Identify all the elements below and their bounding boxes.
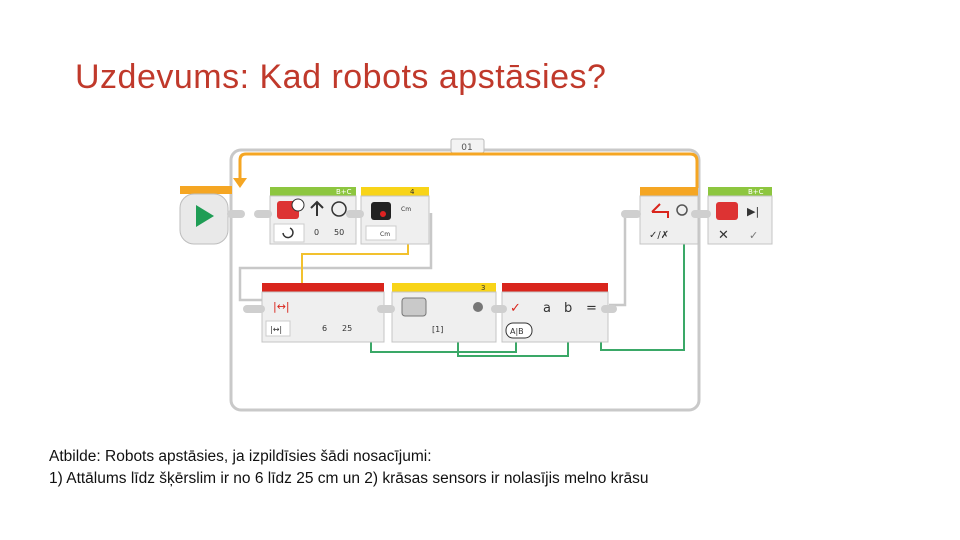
check-icon: ✓ — [749, 229, 758, 242]
steering-port: B+C — [336, 188, 352, 196]
sequence-wire-2 — [609, 211, 644, 307]
logic-output: A|B — [510, 327, 524, 336]
steering-value-2[interactable]: 50 — [334, 228, 344, 237]
color-value[interactable]: [1] — [432, 325, 443, 334]
compare-value-2[interactable]: 25 — [342, 324, 352, 333]
answer-text: Atbilde: Robots apstāsies, ja izpildīsie… — [49, 446, 649, 490]
start-block[interactable] — [179, 186, 232, 245]
steering-arrow-icon — [310, 200, 324, 216]
logic-equals-icon: = — [586, 301, 597, 316]
stop-port: B+C — [748, 188, 764, 196]
ultrasonic-sensor-icon — [371, 202, 391, 220]
ultrasonic-unit-top: Cm — [401, 206, 411, 213]
slide-title: Uzdevums: Kad robots apstāsies? — [75, 58, 607, 96]
data-wire-green-1 — [370, 340, 517, 353]
color-sensor-block[interactable]: 3 [1] — [391, 283, 497, 343]
sequence-wire-1 — [238, 213, 433, 302]
logic-input-a: a — [543, 301, 551, 316]
color-palette-icon — [473, 302, 483, 312]
stop-motor-block[interactable]: B+C ▶| ✕ ✓ — [707, 187, 773, 245]
answer-line-1: Atbilde: Robots apstāsies, ja izpildīsie… — [49, 448, 432, 465]
logic-operations-block[interactable]: ✓ a b = A|B — [501, 283, 609, 343]
wire-arrow-icon — [233, 178, 247, 188]
loop-exit-block[interactable]: ✓/✗ — [639, 187, 699, 245]
ultrasonic-unit-bottom: Cm — [380, 231, 390, 238]
move-steering-block[interactable]: B+C 0 50 — [269, 187, 357, 245]
steering-wheel-icon — [291, 198, 305, 212]
loop-label: 01 — [461, 143, 472, 153]
data-wire-green-3 — [600, 240, 685, 351]
answer-line-2: 1) Attālums līdz šķērslim ir no 6 līdz 2… — [49, 470, 649, 487]
range-compare-block[interactable]: |↔| |↔| 6 25 — [261, 283, 385, 343]
compare-value-1[interactable]: 6 — [322, 324, 327, 333]
logic-check-icon: ✓ — [510, 301, 521, 316]
logic-mode-icon: ✓/✗ — [649, 230, 669, 241]
speed-gauge-icon — [331, 201, 347, 217]
play-icon — [196, 205, 214, 227]
range-mode-icon: |↔| — [270, 325, 282, 334]
color-sensor-icon — [401, 297, 427, 317]
logic-input-b: b — [564, 301, 572, 316]
stop-icon: ▶| — [747, 205, 759, 218]
refresh-icon — [676, 204, 688, 216]
steering-value-1[interactable]: 0 — [314, 228, 319, 237]
loop-return-icon — [651, 203, 669, 218]
ultrasonic-port: 4 — [410, 188, 415, 196]
data-wire-green-2 — [457, 340, 569, 357]
ultrasonic-sensor-block[interactable]: 4 Cm Cm — [360, 187, 430, 245]
close-icon: ✕ — [718, 228, 729, 243]
rotate-icon — [282, 227, 294, 239]
range-icon: |↔| — [273, 300, 290, 313]
loop-feedback-wire — [238, 152, 699, 188]
color-port: 3 — [481, 284, 485, 292]
